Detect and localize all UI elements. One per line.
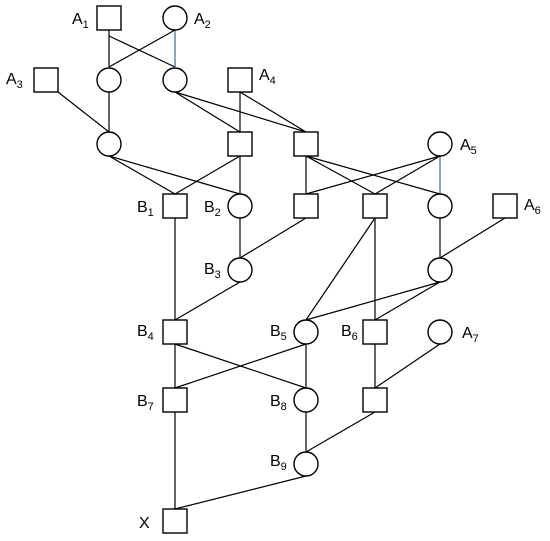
edge (305, 155, 441, 195)
label-a4: A4 (259, 67, 276, 87)
edge (57, 91, 110, 133)
label-a7: A7 (462, 325, 479, 345)
node-b7-male (162, 387, 188, 413)
edge (174, 475, 307, 510)
node-g7-right-male (362, 387, 388, 413)
edge (174, 343, 307, 389)
node-g5-right-female (427, 257, 453, 283)
node-a1-male (96, 5, 122, 31)
label-b1: B1 (137, 199, 154, 219)
node-b6-male (362, 319, 388, 345)
label-b2: B2 (204, 199, 221, 219)
node-g4-c-female (427, 193, 453, 219)
label-x: X (139, 515, 150, 532)
edges (57, 29, 506, 510)
node-a5-female (427, 131, 453, 157)
edge (374, 281, 441, 321)
edge (305, 217, 376, 321)
labels: A1 A2 A3 A4 A5 A6 B1 B2 B3 B4 B5 B6 A7 B… (6, 11, 541, 532)
label-b7: B7 (137, 393, 154, 413)
edge (374, 343, 441, 389)
edge (439, 217, 506, 259)
edge (174, 281, 241, 321)
label-b4: B4 (137, 323, 154, 343)
node-f2-right-female (162, 67, 188, 93)
label-b8: B8 (270, 393, 287, 413)
node-b1-male (162, 193, 188, 219)
edge (108, 155, 176, 195)
edge (174, 91, 241, 133)
node-a4-male (227, 67, 253, 93)
node-g4-a-male (293, 193, 319, 219)
node-b5-female (293, 319, 319, 345)
label-a5: A5 (460, 137, 477, 157)
node-f2-left-female (96, 67, 122, 93)
node-b2-female (227, 193, 253, 219)
node-g3-right-male (293, 131, 319, 157)
node-g3-mid-male (227, 131, 253, 157)
edge (239, 91, 307, 133)
edge (174, 155, 241, 195)
label-b6: B6 (341, 323, 358, 343)
node-b4-male (162, 319, 188, 345)
edge (108, 155, 241, 195)
label-a3: A3 (6, 71, 23, 91)
node-b8-female (293, 387, 319, 413)
label-a6: A6 (524, 197, 541, 217)
edge (108, 35, 176, 68)
edge (374, 155, 441, 195)
nodes (33, 5, 518, 534)
edge (239, 217, 307, 259)
edge (305, 281, 441, 321)
label-a1: A1 (72, 11, 89, 31)
edge (108, 29, 176, 68)
label-a2: A2 (194, 11, 211, 31)
label-b5: B5 (270, 323, 287, 343)
node-b9-female (293, 451, 319, 477)
node-b3-female (227, 257, 253, 283)
node-x-male (162, 508, 188, 534)
node-a6-male (492, 193, 518, 219)
label-b9: B9 (270, 453, 287, 473)
node-a3-male (33, 67, 59, 93)
edge (305, 411, 376, 453)
node-g4-b-male (362, 193, 388, 219)
node-g3-left-female (96, 131, 122, 157)
node-a2-female (162, 5, 188, 31)
label-b3: B3 (204, 261, 221, 281)
edge (305, 155, 376, 195)
node-a7-female (427, 319, 453, 345)
